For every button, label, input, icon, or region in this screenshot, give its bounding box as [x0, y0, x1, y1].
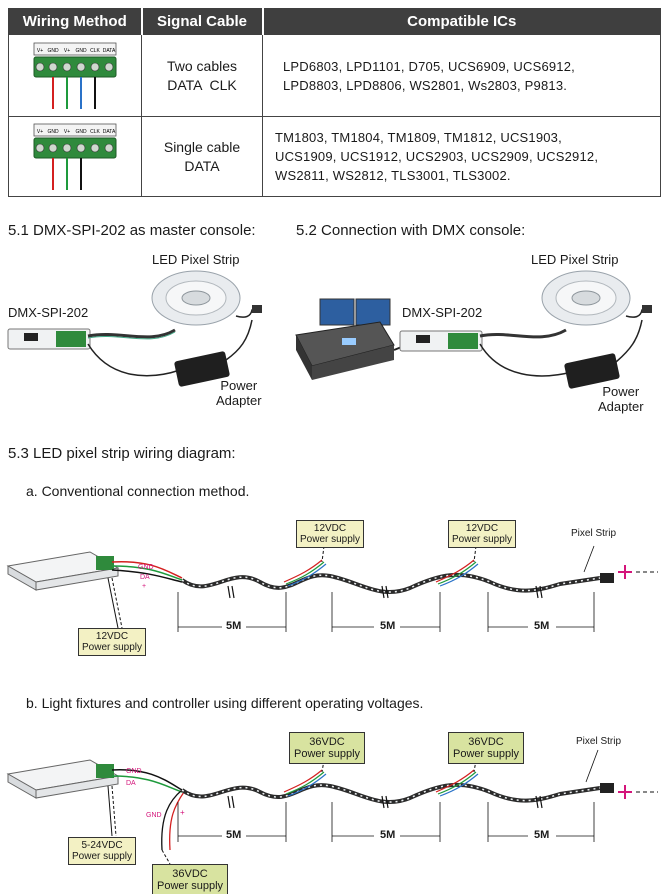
dimension-label: 5M — [380, 829, 396, 841]
signal-cable-cell: Two cables DATA CLK — [141, 34, 263, 117]
svg-text:CLK: CLK — [90, 129, 100, 135]
led-strip-label: LED Pixel Strip — [531, 252, 619, 267]
dimension-label: 5M — [534, 829, 550, 841]
table-row: V+ GND V+ GND CLK DATA — [8, 116, 661, 197]
led-reel-image — [541, 270, 631, 326]
dimension-label: 5M — [534, 620, 550, 632]
section-5-1-heading: 5.1 DMX-SPI-202 as master console: — [8, 222, 256, 239]
dmx-console-image — [295, 298, 395, 380]
svg-text:GND: GND — [47, 48, 59, 54]
pin-labels: V+ GND V+ GND CLK DATA — [37, 48, 116, 54]
controller-image — [6, 551, 120, 591]
method-b-title: b. Light fixtures and controller using d… — [26, 695, 424, 711]
dimension-label: 5M — [380, 620, 396, 632]
pixel-strip-label: Pixel Strip — [576, 736, 622, 747]
header-wiring-method: Wiring Method — [8, 8, 143, 35]
power-adapter-image — [174, 351, 230, 387]
power-adapter-label: Power Adapter — [598, 384, 644, 414]
setup-illustrations — [7, 270, 652, 389]
led-reel-image — [151, 270, 241, 326]
section-5-3-heading: 5.3 LED pixel strip wiring diagram: — [8, 445, 236, 462]
svg-text:DATA: DATA — [103, 129, 116, 135]
wire-label-gnd: GND — [126, 768, 142, 775]
svg-text:V+: V+ — [64, 129, 70, 135]
led-strip-label: LED Pixel Strip — [152, 252, 240, 267]
wire-label-gnd: GND — [138, 564, 154, 571]
device-label: DMX-SPI-202 — [402, 305, 483, 320]
controller-image — [399, 330, 483, 352]
signal-cable-cell: Single cable DATA — [141, 116, 263, 197]
wire-label-gnd2: GND — [146, 812, 162, 819]
pin-labels: V+ GND V+ GND CLK DATA — [37, 129, 116, 135]
terminal-diagram-single-cable: V+ GND V+ GND CLK DATA — [8, 116, 142, 197]
method-a-title: a. Conventional connection method. — [26, 483, 250, 499]
table-row: V+ GND V+ GND CLK DATA — [8, 34, 661, 117]
header-signal-cable: Signal Cable — [141, 8, 264, 35]
svg-text:V+: V+ — [64, 48, 70, 54]
svg-text:GND: GND — [75, 48, 87, 54]
terminal-diagram-two-cable: V+ GND V+ GND CLK DATA — [8, 34, 142, 117]
svg-text:GND: GND — [47, 129, 59, 135]
section-5-2-heading: 5.2 Connection with DMX console: — [296, 222, 526, 239]
power-adapter-image — [564, 353, 620, 389]
svg-text:V+: V+ — [37, 48, 43, 54]
svg-text:GND: GND — [75, 129, 87, 135]
compatible-ics-cell: TM1803, TM1804, TM1809, TM1812, UCS1903,… — [262, 116, 661, 197]
pixel-strip-label: Pixel Strip — [571, 528, 617, 539]
svg-text:CLK: CLK — [90, 48, 100, 54]
dimension-label: 5M — [226, 620, 242, 632]
wiring-table: Wiring Method Signal Cable Compatible IC… — [8, 8, 661, 197]
wire-label-plus: + — [142, 583, 147, 590]
wire-label-plus: + — [180, 808, 185, 817]
power-adapter-label: Power Adapter — [216, 378, 262, 408]
svg-text:DATA: DATA — [103, 48, 116, 54]
svg-text:V+: V+ — [37, 129, 43, 135]
controller-image — [7, 328, 91, 350]
wire-label-da: DA — [126, 780, 136, 787]
device-label: DMX-SPI-202 — [8, 305, 89, 320]
compatible-ics-cell: LPD6803, LPD1101, D705, UCS6909, UCS6912… — [262, 34, 661, 117]
controller-image — [6, 759, 120, 799]
wire-label-da: DA — [140, 574, 150, 581]
dimension-label: 5M — [226, 829, 242, 841]
